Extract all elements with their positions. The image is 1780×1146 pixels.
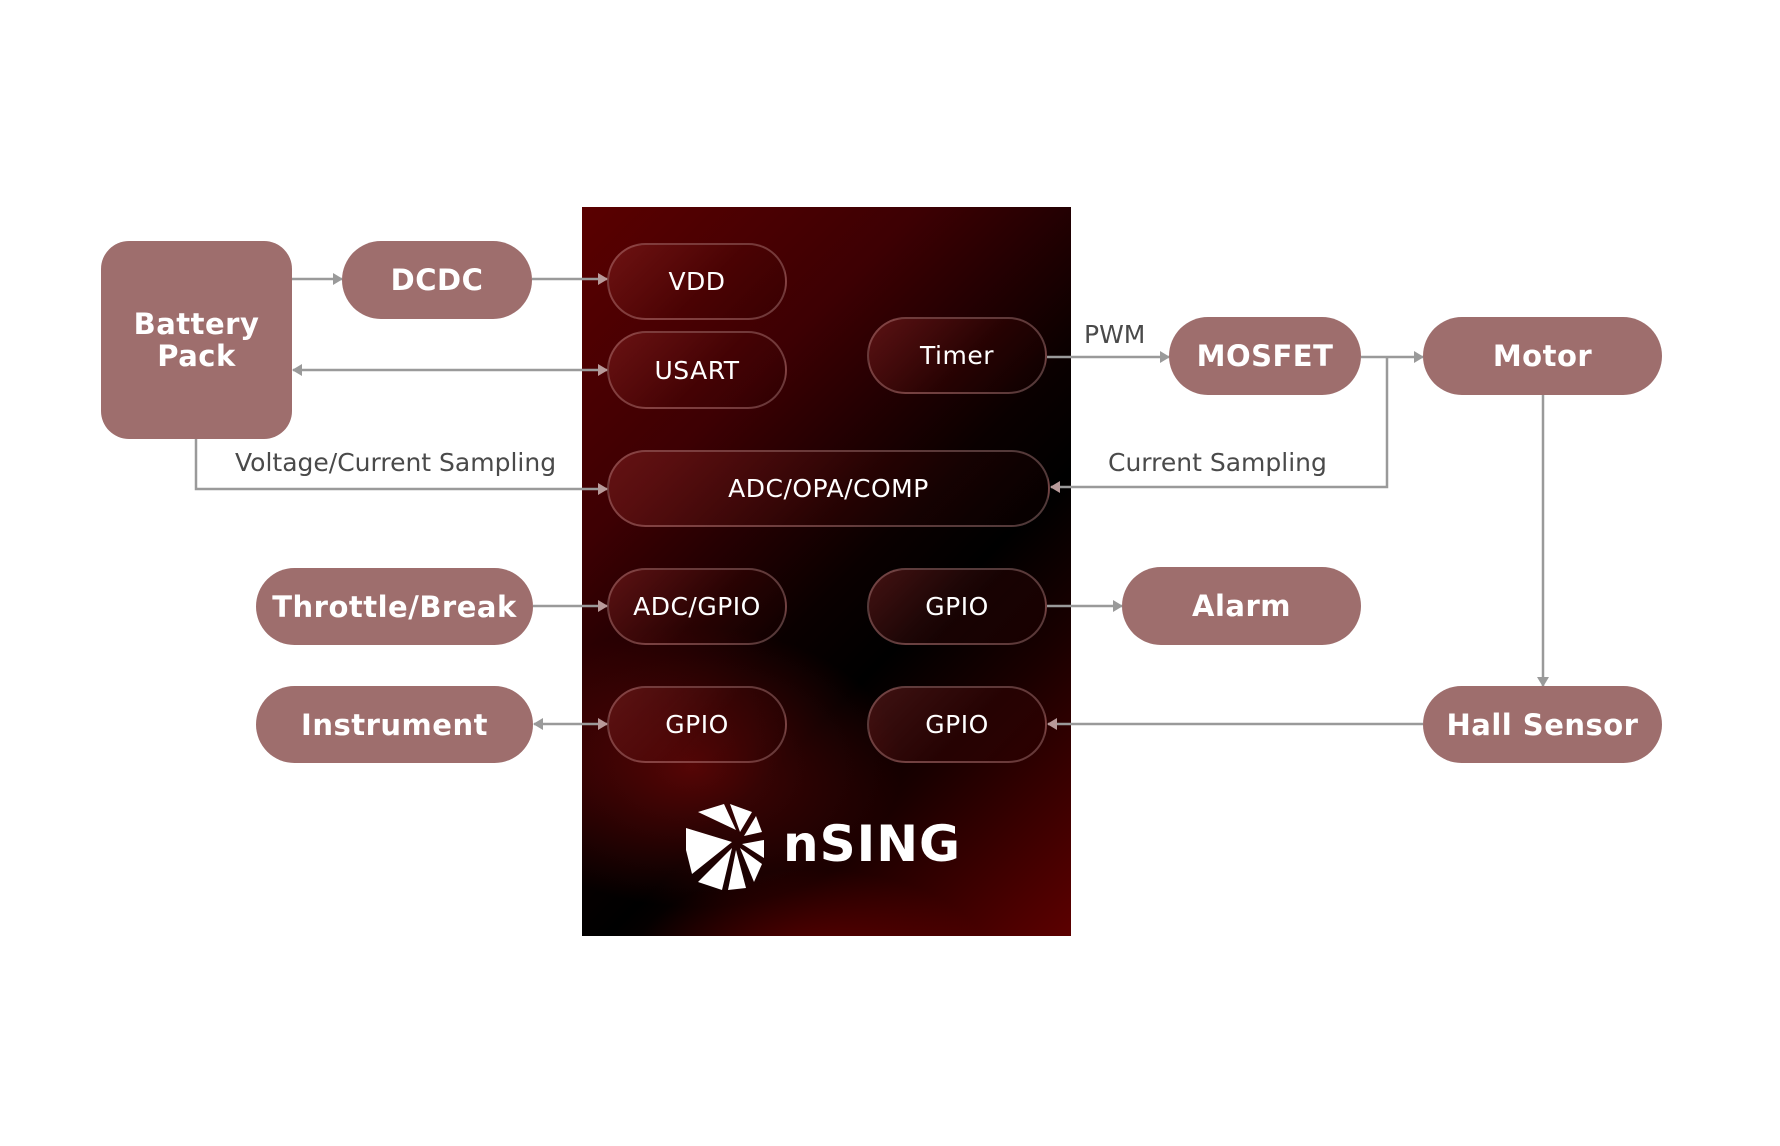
port-usart: USART xyxy=(607,331,787,409)
nsing-logo-icon xyxy=(686,804,764,890)
motor-block: Motor xyxy=(1423,317,1662,395)
port-vdd: VDD xyxy=(607,243,787,320)
mosfet-block: MOSFET xyxy=(1169,317,1361,395)
port-gpio-instrument: GPIO xyxy=(607,686,787,763)
port-adc-opa-comp: ADC/OPA/COMP xyxy=(607,450,1050,527)
port-gpio-hall: GPIO xyxy=(867,686,1047,763)
wire-current-sampling xyxy=(1050,357,1389,493)
port-adc-gpio: ADC/GPIO xyxy=(607,568,787,645)
battery-pack-block: Battery Pack xyxy=(101,241,292,439)
wire-battery-adc xyxy=(194,439,608,495)
dcdc-block: DCDC xyxy=(342,241,532,319)
throttle-break-block: Throttle/Break xyxy=(256,568,533,645)
label-current-sampling: Current Sampling xyxy=(1108,448,1327,477)
label-voltage-current-sampling: Voltage/Current Sampling xyxy=(235,448,557,477)
alarm-block: Alarm xyxy=(1122,567,1361,645)
mcu-chip-panel xyxy=(582,207,1071,936)
port-timer: Timer xyxy=(867,317,1047,394)
hall-sensor-block: Hall Sensor xyxy=(1423,686,1662,763)
port-gpio-alarm: GPIO xyxy=(867,568,1047,645)
instrument-block: Instrument xyxy=(256,686,533,763)
nsing-logo-text: nSING xyxy=(783,815,962,873)
label-pwm: PWM xyxy=(1084,320,1146,349)
